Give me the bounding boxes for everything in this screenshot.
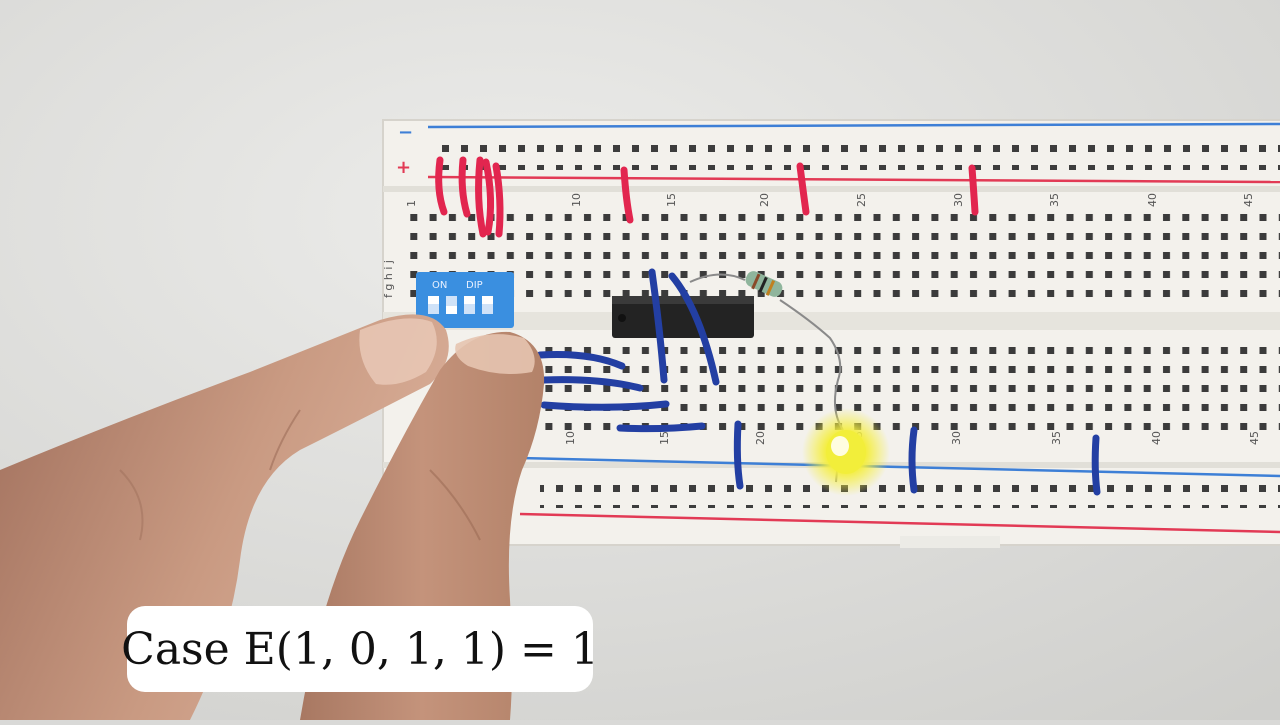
blue-wire [648,268,668,384]
plus-sign: + [396,157,411,178]
row-letters: f g h i j [382,260,395,298]
top-minus-rail-line [427,122,1280,129]
red-wires [435,156,979,238]
blue-wire [668,272,720,386]
blue-wire [733,420,744,490]
center-channel [383,312,1280,330]
red-wire [796,162,810,216]
index-fingernail [359,318,437,385]
blue-wire [908,426,918,494]
blue-wire [1091,434,1101,496]
blue-wire [536,350,626,370]
blue-wire [616,422,706,433]
dip-switch: ON DIP [416,272,514,328]
caption-text: Case E(1, 0, 1, 1) = 1 [121,623,599,675]
col-number: 10 [570,193,583,207]
red-wire [492,162,504,238]
dip-dip-label: DIP [466,280,483,291]
minus-sign: − [398,122,413,143]
red-wire [458,156,471,218]
top-rail-holes [430,134,1280,170]
blue-wires [536,268,1101,496]
col-number: 30 [952,193,965,207]
col-number: 40 [1146,193,1159,207]
blue-wire [540,400,670,411]
col-number: 35 [1050,431,1063,445]
ic-chip [612,296,754,338]
lower-hole-grid [520,338,1280,434]
index-finger [0,314,449,720]
top-column-numbers: 1 10 15 20 25 30 35 40 45 [405,193,1255,207]
led [802,408,890,496]
red-wire [435,156,448,216]
col-number: 35 [1048,193,1061,207]
col-number: 1 [405,200,418,207]
thumb-nail [455,334,535,374]
dip-on-label: ON [432,280,447,291]
blue-wire [540,376,644,392]
red-wire [620,166,634,224]
upper-hole-grid [405,212,1280,308]
bottom-minus-rail-line [519,456,1280,478]
resistor [689,271,844,431]
breadboard: − + 1 10 15 20 25 30 35 40 45 f g h i j … [382,119,1280,548]
bottom-plus-rail-line [519,512,1280,534]
red-wire [475,156,487,238]
col-number: 15 [658,431,671,445]
col-number: 30 [950,431,963,445]
col-number: 45 [1242,193,1255,207]
col-number: 40 [1150,431,1163,445]
col-number: 20 [754,431,767,445]
col-number: 15 [665,193,678,207]
red-wire [482,158,495,236]
red-wire [968,164,979,216]
col-number: 20 [758,193,771,207]
caption-box: Case E(1, 0, 1, 1) = 1 [121,606,599,692]
top-plus-rail-line [427,175,1280,184]
col-number: 45 [1248,431,1261,445]
col-number: 25 [855,193,868,207]
col-number: 10 [564,431,577,445]
